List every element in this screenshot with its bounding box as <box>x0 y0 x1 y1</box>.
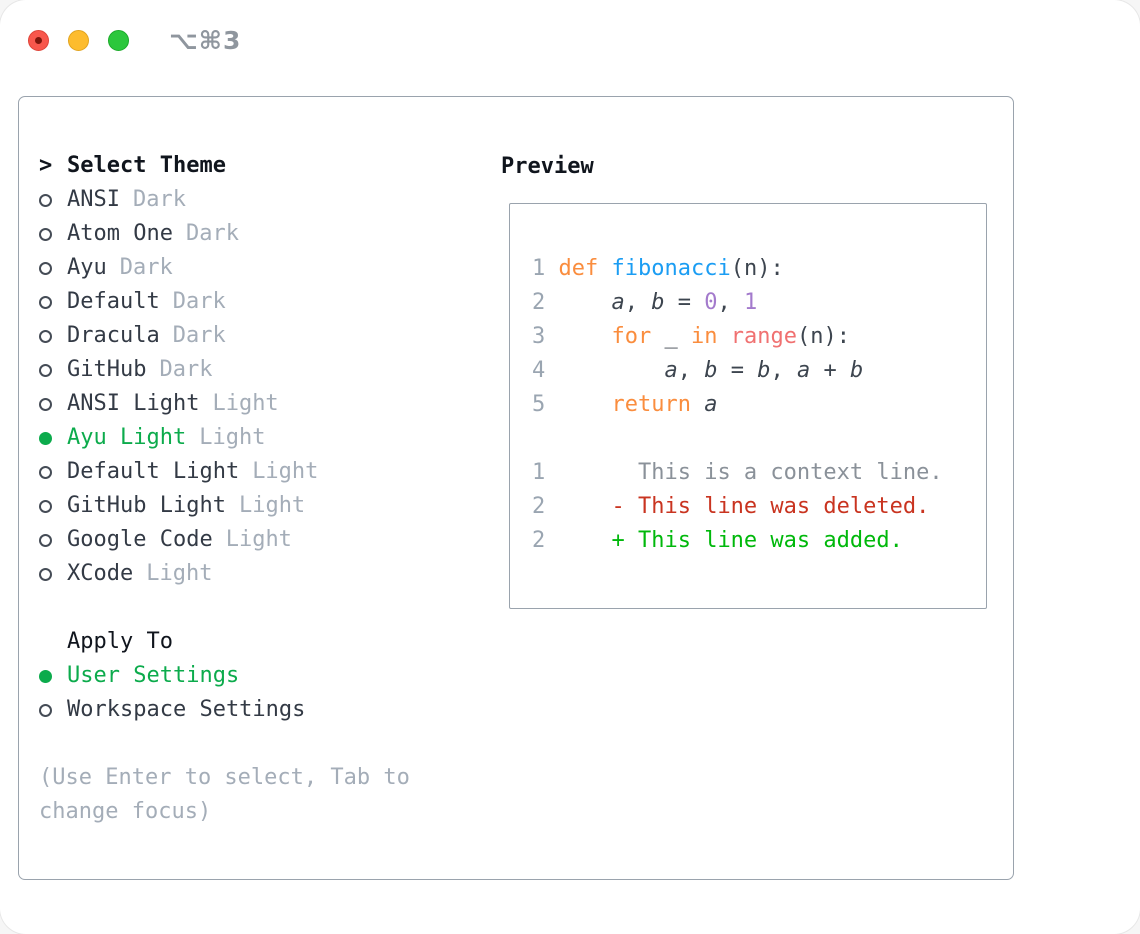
radio-icon <box>39 533 52 547</box>
theme-variant-badge: Dark <box>172 323 226 348</box>
radio-selected-icon <box>39 431 52 445</box>
theme-name: GitHub Light <box>67 493 226 518</box>
blank-row <box>39 727 501 761</box>
minimize-button[interactable] <box>68 30 89 51</box>
theme-item-ansi[interactable]: ANSI Dark <box>39 183 501 217</box>
code-line: 4 a, b = b, a + b <box>532 358 864 383</box>
theme-name: GitHub <box>67 357 147 382</box>
window-shortcut-label: ⌥⌘3 <box>169 26 242 55</box>
theme-name: Default <box>67 289 160 314</box>
radio-selected-icon <box>39 669 52 683</box>
radio-icon <box>39 363 52 377</box>
theme-item-dracula[interactable]: Dracula Dark <box>39 319 501 353</box>
theme-variant-badge: Light <box>252 459 319 484</box>
theme-variant-badge: Light <box>146 561 213 586</box>
close-button[interactable] <box>28 30 49 51</box>
select-theme-header: > Select Theme <box>39 149 501 183</box>
theme-item-github-light[interactable]: GitHub Light Light <box>39 489 501 523</box>
theme-variant-badge: Dark <box>119 255 173 280</box>
theme-name: ANSI Light <box>67 391 200 416</box>
radio-icon <box>39 329 52 343</box>
code-line: 3 for _ in range(n): <box>532 324 850 349</box>
radio-icon <box>39 567 52 581</box>
theme-name: Ayu <box>67 255 107 280</box>
theme-item-ayu[interactable]: Ayu Dark <box>39 251 501 285</box>
code-line: 2 a, b = 0, 1 <box>532 290 758 315</box>
theme-variant-badge: Dark <box>172 289 226 314</box>
theme-item-atom-one[interactable]: Atom One Dark <box>39 217 501 251</box>
code-line: 2 + This line was added. <box>532 528 903 553</box>
radio-icon <box>39 465 52 479</box>
radio-icon <box>39 295 52 309</box>
theme-item-xcode[interactable]: XCode Light <box>39 557 501 591</box>
theme-variant-badge: Dark <box>185 221 239 246</box>
preview-title: Preview <box>501 153 594 179</box>
apply-to-header: Apply To <box>39 625 501 659</box>
radio-icon <box>39 227 52 241</box>
keyboard-hint: (Use Enter to select, Tab to change focu… <box>39 765 410 824</box>
blank-row <box>39 591 501 625</box>
radio-icon <box>39 193 52 207</box>
apply-option-workspace-settings[interactable]: Workspace Settings <box>39 693 501 727</box>
select-theme-title: Select Theme <box>67 153 226 178</box>
code-line: 1 This is a context line. <box>532 460 943 485</box>
theme-item-default[interactable]: Default Dark <box>39 285 501 319</box>
zoom-button[interactable] <box>108 30 129 51</box>
theme-variant-badge: Light <box>199 425 266 450</box>
theme-variant-badge: Dark <box>132 187 186 212</box>
preview-code-box: 1 def fibonacci(n): 2 a, b = 0, 1 3 for _ … <box>509 203 987 609</box>
theme-variant-badge: Dark <box>159 357 213 382</box>
theme-name: Default Light <box>67 459 240 484</box>
theme-name: Google Code <box>67 527 213 552</box>
apply-option-user-settings[interactable]: User Settings <box>39 659 501 693</box>
theme-name: ANSI <box>67 187 120 212</box>
theme-item-ansi-light[interactable]: ANSI Light Light <box>39 387 501 421</box>
theme-item-ayu-light[interactable]: Ayu Light Light <box>39 421 501 455</box>
apply-option-label: User Settings <box>67 663 240 688</box>
radio-icon <box>39 703 52 717</box>
theme-variant-badge: Light <box>212 391 279 416</box>
radio-icon <box>39 499 52 513</box>
theme-name: Dracula <box>67 323 160 348</box>
apply-option-label: Workspace Settings <box>67 697 306 722</box>
focus-caret-icon: > <box>39 153 53 178</box>
close-dot-icon <box>35 37 42 44</box>
theme-name: Atom One <box>67 221 173 246</box>
radio-icon <box>39 397 52 411</box>
radio-icon <box>39 261 52 275</box>
theme-name: Ayu Light <box>67 425 187 450</box>
theme-item-default-light[interactable]: Default Light Light <box>39 455 501 489</box>
theme-item-github[interactable]: GitHub Dark <box>39 353 501 387</box>
titlebar: ⌥⌘3 <box>28 26 241 55</box>
apply-to-title: Apply To <box>67 629 173 654</box>
code-line <box>532 422 986 456</box>
code-line: 1 def fibonacci(n): <box>532 256 784 281</box>
code-line: 5 return a <box>532 392 718 417</box>
theme-name: XCode <box>67 561 134 586</box>
theme-variant-badge: Light <box>238 493 306 518</box>
theme-item-google-code[interactable]: Google Code Light <box>39 523 501 557</box>
code-line: 2 - This line was deleted. <box>532 494 930 519</box>
theme-variant-badge: Light <box>225 527 292 552</box>
